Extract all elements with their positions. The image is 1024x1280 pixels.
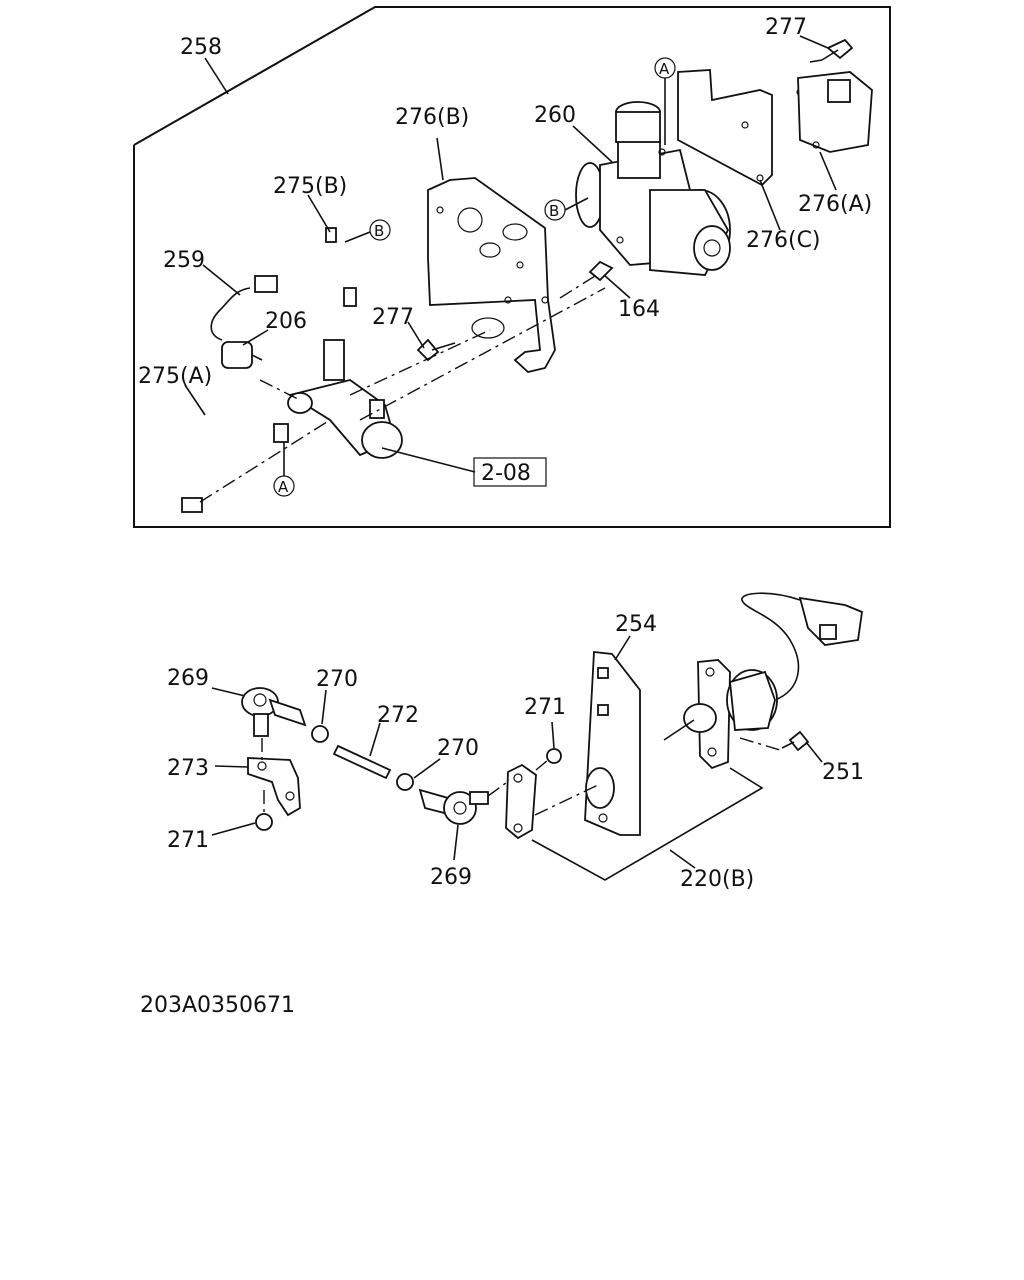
bolt-251	[739, 730, 810, 752]
sensor-259	[210, 275, 278, 341]
bracket-273	[247, 738, 301, 817]
nut-270-b	[396, 773, 414, 791]
cover-276a	[797, 71, 873, 153]
nut-270-a	[311, 725, 329, 743]
reference-box-2-08: 2-08	[473, 457, 547, 487]
svg-text:A: A	[659, 60, 670, 78]
marker-b-pipe: B	[344, 219, 391, 243]
label-206: 206	[265, 309, 307, 334]
label-270-a: 270	[316, 667, 358, 692]
label-269-top: 269	[167, 666, 209, 691]
label-251: 251	[822, 760, 864, 785]
label-277-mid: 277	[372, 305, 414, 330]
svg-text:B: B	[374, 222, 384, 240]
label-259: 259	[163, 248, 205, 273]
nut-271-top	[535, 748, 562, 771]
figure-code: 203A0350671	[140, 993, 295, 1018]
label-273: 273	[167, 756, 209, 781]
label-272: 272	[377, 703, 419, 728]
label-258: 258	[180, 35, 222, 60]
pipe-275b	[307, 227, 357, 307]
valve-260	[575, 101, 731, 276]
rod-end-269-bottom	[418, 779, 511, 825]
svg-text:B: B	[549, 202, 559, 220]
label-270-b: 270	[437, 736, 479, 761]
link-plate	[505, 763, 537, 840]
marker-a-top: A	[654, 57, 676, 145]
marker-b-left: B	[544, 197, 589, 221]
label-164: 164	[618, 297, 660, 322]
bracket-276c	[677, 69, 804, 187]
bolt-164	[588, 260, 631, 299]
svg-text:A: A	[278, 478, 289, 496]
svg-text:2-08: 2-08	[481, 461, 531, 486]
bracket-276b	[427, 177, 556, 373]
nut-271-bottom	[255, 790, 273, 831]
rod-end-269-top	[241, 687, 307, 737]
assembly-258-frame	[133, 6, 891, 528]
label-276c: 276(C)	[746, 228, 821, 253]
pipe-275a	[168, 396, 289, 513]
bolt-277-top	[809, 38, 854, 63]
switch-206	[221, 341, 263, 369]
label-276b: 276(B)	[395, 105, 469, 130]
label-275b: 275(B)	[273, 174, 347, 199]
label-271-bottom: 271	[167, 828, 209, 853]
label-276a: 276(A)	[798, 192, 872, 217]
marker-a-bottom: A	[273, 442, 295, 497]
actuator-motor	[663, 592, 863, 770]
label-275a: 275(A)	[138, 364, 212, 389]
label-260: 260	[534, 103, 576, 128]
label-269-bottom: 269	[430, 865, 472, 890]
label-271-top: 271	[524, 695, 566, 720]
lever-254	[584, 651, 641, 836]
bolt-277-mid	[416, 338, 456, 362]
stud-272	[332, 744, 392, 780]
label-220b: 220(B)	[680, 867, 754, 892]
label-277-top: 277	[765, 15, 807, 40]
label-254: 254	[615, 612, 657, 637]
manifold-block	[287, 339, 403, 459]
